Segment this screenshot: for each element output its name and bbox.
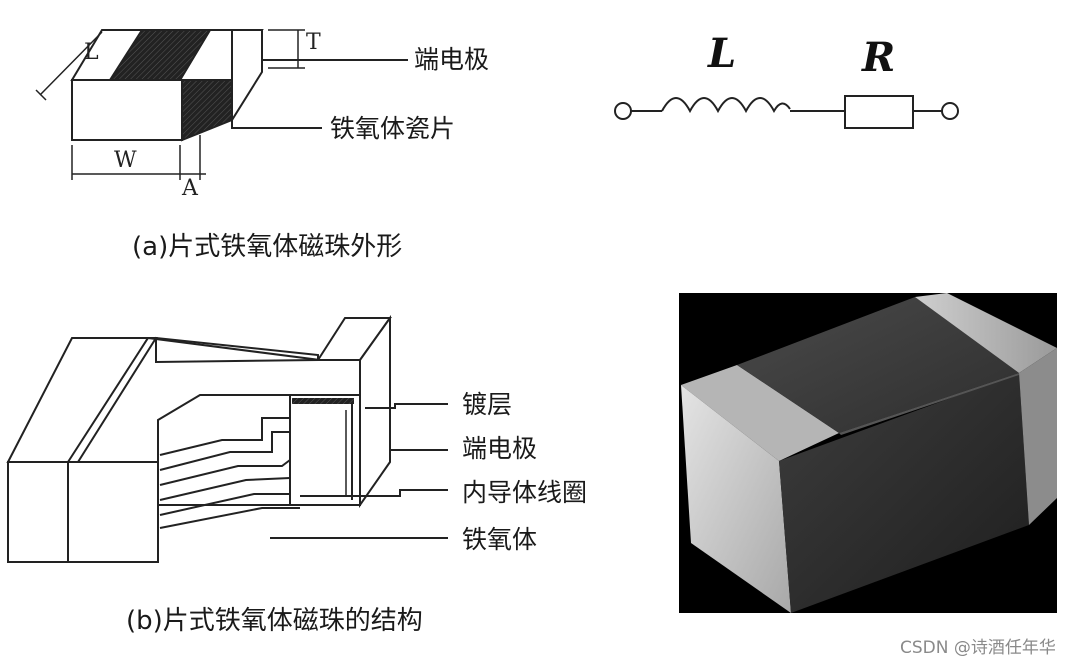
terminal-left [614, 102, 632, 120]
resistor-symbol-label: R [862, 34, 896, 81]
label-inner-coil: 内导体线圈 [462, 478, 588, 507]
dim-W-label: W [114, 148, 137, 173]
ferrite-front [67, 461, 159, 563]
inductor-coil [661, 97, 791, 114]
side-face [181, 79, 233, 142]
dim-A-label: A [182, 176, 198, 201]
caption-b: (b)片式铁氧体磁珠的结构 [126, 606, 423, 636]
inner-coil [159, 417, 300, 529]
label-ferrite-ceramic: 铁氧体瓷片 [330, 114, 456, 143]
resistor-box [844, 95, 914, 129]
caption-a: (a)片式铁氧体磁珠外形 [132, 232, 403, 262]
inductor-symbol-label: L [708, 30, 737, 77]
label-end-electrode-b: 端电极 [462, 434, 538, 463]
label-end-electrode-a: 端电极 [414, 45, 490, 74]
label-ferrite: 铁氧体 [462, 525, 538, 554]
label-plating: 镀层 [462, 390, 513, 419]
dim-T-label: T [306, 30, 321, 55]
left-end-block [7, 461, 69, 563]
watermark: CSDN @诗酒任年华 [900, 638, 1056, 658]
chip-photo [679, 293, 1057, 613]
dim-L-label: L [84, 40, 99, 65]
terminal-right [941, 102, 959, 120]
front-face [71, 79, 183, 141]
